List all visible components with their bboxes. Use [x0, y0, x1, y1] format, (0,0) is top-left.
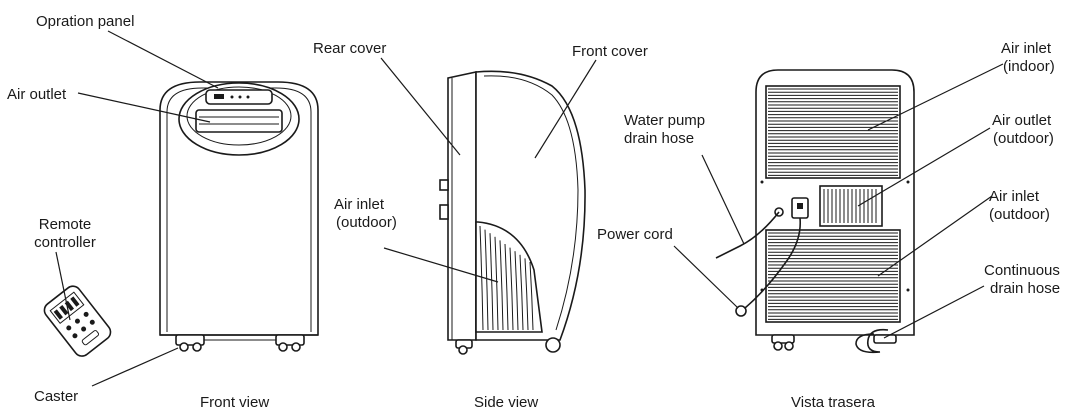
label-air-inlet-outdoor-rear-line1: Air inlet: [989, 188, 1040, 205]
grille-line: [524, 258, 529, 331]
grille-line: [514, 251, 519, 331]
grille-line: [484, 229, 489, 331]
grille-line: [499, 240, 504, 331]
label-continuous-drain-hose-line2: drain hose: [990, 280, 1061, 297]
grille-line: [529, 261, 534, 331]
label-air-inlet-indoor-line2: (indoor): [1003, 58, 1055, 75]
label-air-outlet: Air outlet: [7, 86, 67, 103]
label-air-inlet-indoor-line1: Air inlet: [1001, 40, 1052, 57]
leader-lines: [55, 30, 1004, 387]
grille-line: [519, 254, 524, 331]
label-water-pump-drain-hose-line1: Water pump: [624, 112, 706, 129]
label-remote-controller-line2: controller: [34, 234, 96, 251]
label-air-inlet-outdoor-side-line2: (outdoor): [336, 214, 397, 231]
label-operation-panel: Opration panel: [36, 13, 135, 30]
remote-controller: [43, 285, 112, 357]
label-caster: Caster: [34, 388, 79, 405]
label-air-inlet-outdoor-side-line1: Air inlet: [334, 196, 385, 213]
rear-lower-grille: [768, 232, 898, 320]
label-power-cord: Power cord: [597, 226, 673, 243]
label-air-outlet-outdoor-line2: (outdoor): [993, 130, 1054, 147]
side-inlet-grille: [479, 225, 534, 331]
caption-rear-view: Vista trasera: [791, 394, 875, 411]
caption-side-view: Side view: [474, 394, 539, 411]
label-air-inlet-outdoor-rear-line2: (outdoor): [989, 206, 1050, 223]
grille-line: [494, 236, 499, 331]
rear-middle-grille: [823, 189, 877, 223]
grille-line: [504, 243, 509, 331]
caption-front-view: Front view: [200, 394, 270, 411]
grille-line: [509, 247, 514, 331]
rear-view-unit: [715, 69, 915, 354]
label-continuous-drain-hose-line1: Continuous: [984, 262, 1060, 279]
label-front-cover: Front cover: [572, 43, 648, 60]
grille-line: [489, 233, 494, 331]
label-water-pump-drain-hose-line2: drain hose: [624, 130, 695, 147]
grille-line: [479, 225, 484, 331]
label-rear-cover: Rear cover: [313, 40, 387, 57]
rear-upper-grille: [768, 88, 898, 176]
front-view-unit: [159, 81, 319, 352]
label-remote-controller-line1: Remote: [38, 216, 92, 233]
label-air-outlet-outdoor-line1: Air outlet: [992, 112, 1052, 129]
